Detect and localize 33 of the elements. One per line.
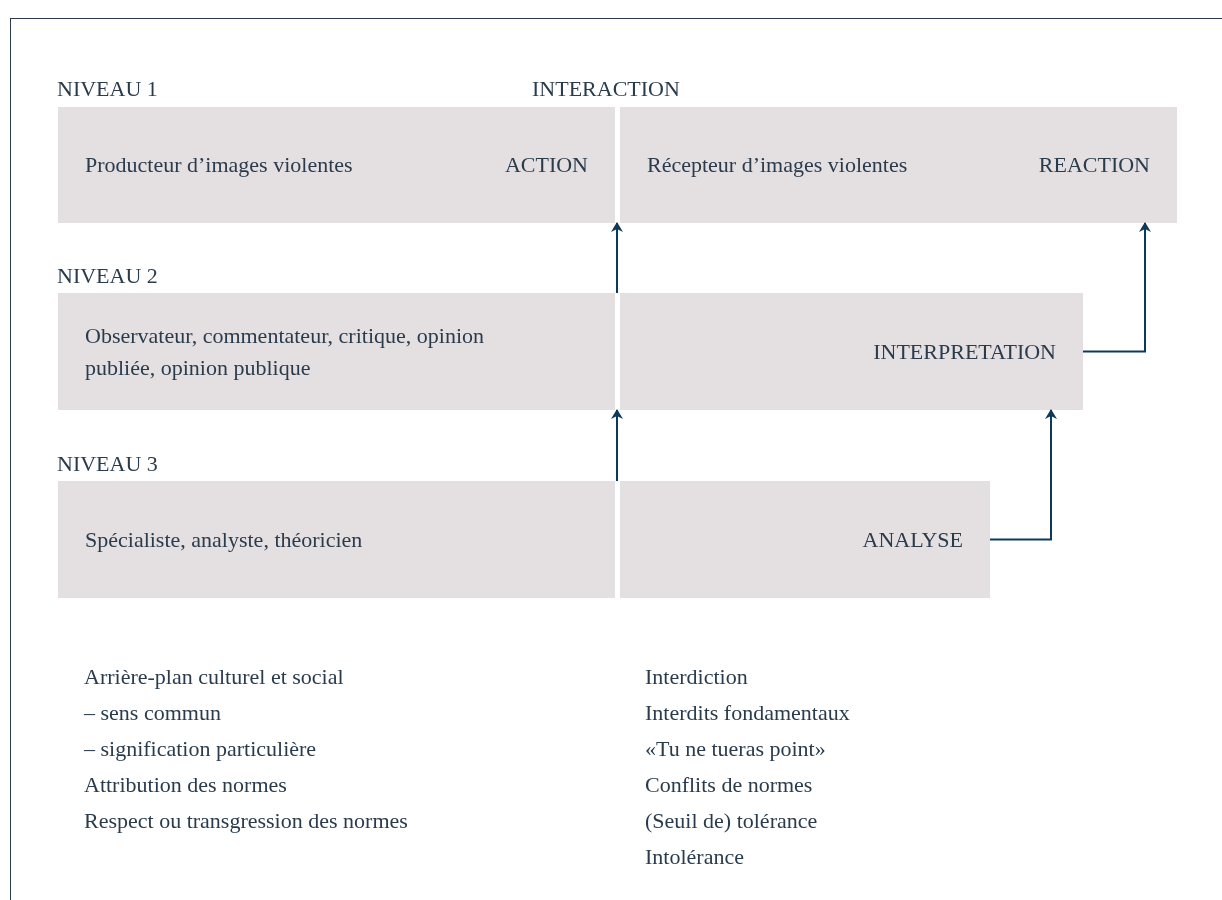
role-text: Observateur, commentateur, critique, opinion publiée, opinion publique	[85, 321, 485, 382]
stage-text: ANALYSE	[862, 525, 963, 554]
role-text: Spécialiste, analyste, théoricien	[85, 525, 363, 554]
role-text: Producteur d’images violentes	[85, 151, 353, 179]
arrow	[989, 409, 1057, 541]
level-box	[620, 293, 1083, 410]
level-label: INTERACTION	[532, 75, 680, 103]
level-box	[620, 481, 990, 598]
level-box	[58, 107, 615, 223]
level-box	[58, 293, 615, 410]
note-text: Arrière-plan culturel et social	[84, 663, 344, 691]
stage-text: REACTION	[1038, 151, 1150, 179]
level-label: NIVEAU 1	[57, 75, 158, 103]
note-text: Attribution des normes	[84, 771, 287, 799]
arrow	[611, 222, 623, 294]
note-text: Conflits de normes	[645, 771, 813, 799]
note-text: (Seuil de) tolérance	[645, 807, 818, 835]
note-text: Respect ou transgression des normes	[84, 807, 408, 835]
note-text: Interdits fondamentaux	[645, 699, 850, 727]
note-text: Interdiction	[645, 663, 748, 691]
level-box	[58, 481, 615, 598]
level-box	[620, 107, 1177, 223]
note-text: – sens commun	[84, 699, 221, 727]
level-label: NIVEAU 2	[57, 262, 158, 290]
stage-text: Récepteur d’images violentes	[647, 151, 908, 179]
note-text: – signification particulière	[84, 735, 317, 763]
note-text: «Tu ne tueras point»	[645, 735, 826, 763]
note-text: Intolérance	[645, 843, 744, 871]
arrow	[611, 409, 623, 482]
stage-text: ACTION	[504, 151, 588, 179]
stage-text: INTERPRETATION	[873, 337, 1056, 366]
arrow	[1082, 222, 1151, 353]
level-label: NIVEAU 3	[57, 450, 158, 478]
